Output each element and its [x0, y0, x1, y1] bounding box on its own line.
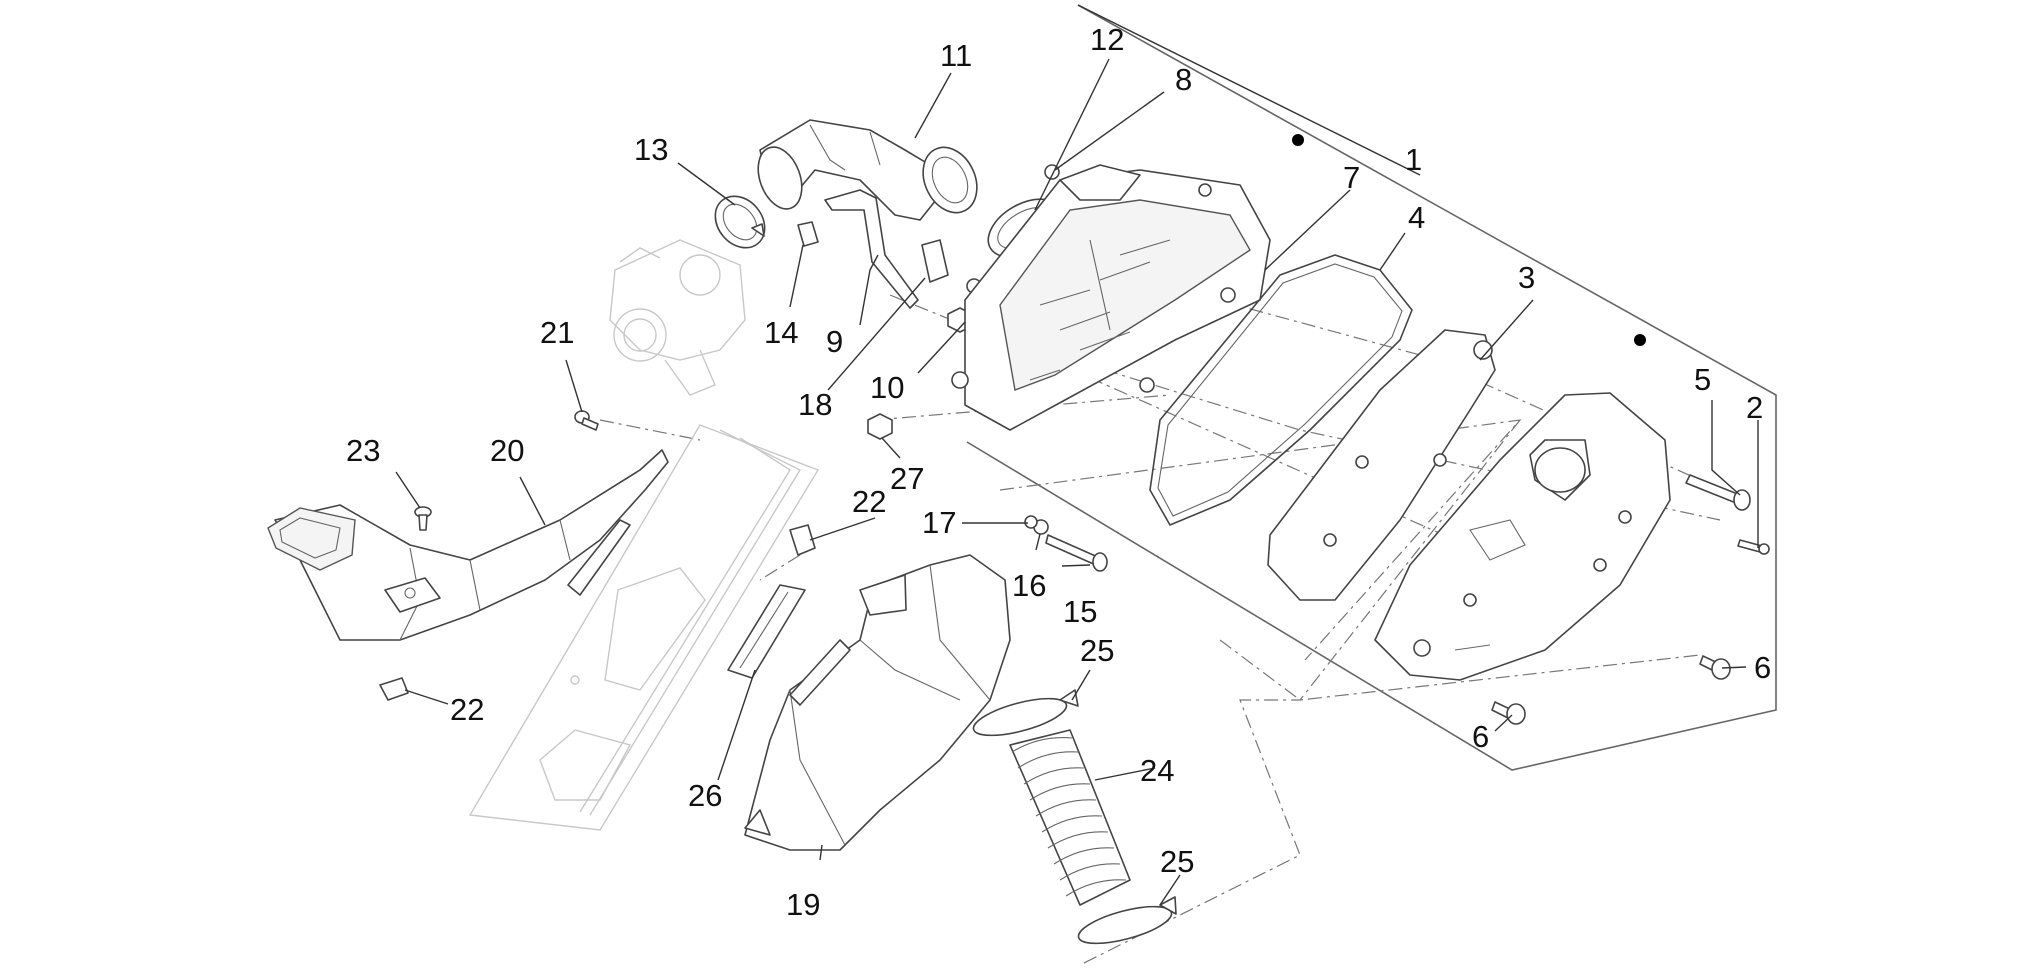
clip-18 [921, 239, 949, 283]
callout-8: 8 [1175, 62, 1192, 97]
callout-10: 10 [870, 370, 904, 405]
marker-dot-upper [1292, 134, 1304, 146]
callout-20: 20 [490, 433, 524, 468]
gasket-4 [1149, 254, 1413, 526]
callout-7: 7 [1343, 160, 1360, 195]
marker-dot-lower [1634, 334, 1646, 346]
callout-11: 11 [940, 38, 972, 73]
callout-6-lower: 6 [1472, 719, 1489, 754]
callout-22-lower: 22 [450, 692, 484, 727]
callout-21: 21 [540, 315, 574, 350]
left-air-duct [267, 449, 669, 641]
screw-6a [1699, 655, 1731, 680]
screw-6b [1491, 701, 1526, 725]
callout-19: 19 [786, 887, 820, 922]
callouts: 1 2 3 4 5 6 6 7 8 9 10 11 12 13 14 15 16… [346, 22, 1771, 922]
corrugated-hose [1009, 729, 1131, 906]
hose-clamp-upper [972, 689, 1079, 737]
breather-hose-9 [824, 189, 919, 309]
callout-18: 18 [798, 387, 832, 422]
lower-duct-cover [744, 554, 1011, 851]
screw-2 [1737, 539, 1770, 555]
clamp-13 [714, 195, 766, 249]
clip-22-lower [379, 677, 409, 701]
sleeve-14 [797, 221, 819, 247]
clip-22-upper [789, 524, 816, 556]
callout-27: 27 [890, 461, 924, 496]
filter-cover [1374, 392, 1671, 681]
callout-9: 9 [826, 324, 843, 359]
callout-6-right: 6 [1754, 650, 1771, 685]
callout-22-upper: 22 [852, 484, 886, 519]
callout-12: 12 [1090, 22, 1124, 57]
hose-clamp-lower [1077, 896, 1177, 945]
air-box-body [951, 164, 1271, 431]
nut-27 [867, 413, 893, 440]
callout-14: 14 [764, 315, 798, 350]
callout-26: 26 [688, 778, 722, 813]
callout-16: 16 [1012, 568, 1046, 603]
screw-15 [1045, 534, 1108, 572]
throttle-body-ghost [609, 239, 746, 396]
callout-25-lower: 25 [1160, 844, 1194, 879]
callout-23: 23 [346, 433, 380, 468]
rubber-strip [727, 584, 806, 679]
callout-4: 4 [1408, 200, 1425, 235]
screw-5 [1685, 474, 1751, 511]
screw-21 [574, 410, 599, 431]
gasket-4-inner [1157, 263, 1403, 517]
callout-5: 5 [1694, 362, 1711, 397]
callout-17: 17 [922, 505, 956, 540]
screw-23 [414, 506, 432, 531]
callout-24: 24 [1140, 753, 1174, 788]
callout-13: 13 [634, 132, 668, 167]
callout-3: 3 [1518, 260, 1535, 295]
callout-1: 1 [1405, 142, 1422, 177]
washer-17 [1024, 515, 1038, 529]
callout-25-upper: 25 [1080, 633, 1114, 668]
filter-element-3 [1267, 329, 1496, 601]
callout-15: 15 [1063, 594, 1097, 629]
callout-2: 2 [1746, 390, 1763, 425]
vehicle-frame-ghost [468, 424, 820, 831]
leader-lines [395, 4, 1759, 906]
intake-elbow [757, 119, 978, 221]
